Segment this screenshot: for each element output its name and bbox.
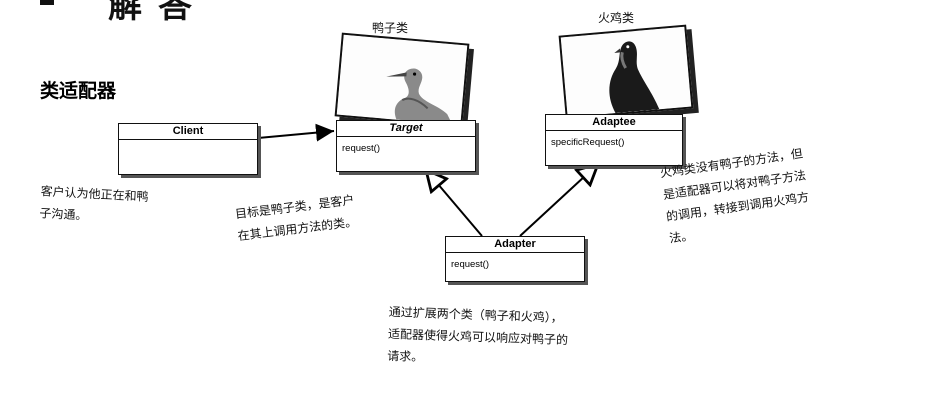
turkey-photo-label: 火鸡类	[598, 11, 635, 25]
adapter-class-name: Adapter	[446, 237, 584, 253]
target-class-operations: request()	[342, 143, 381, 154]
client-class-name: Client	[119, 124, 257, 140]
duck-illustration	[336, 34, 468, 126]
adapter-to-adaptee-arrow	[519, 164, 598, 237]
target-class-name: Target	[337, 121, 475, 137]
adaptee-class-operations: specificRequest()	[551, 137, 625, 148]
client-class-operations	[119, 140, 257, 146]
adaptee-class-name: Adaptee	[546, 115, 682, 131]
duck-photo-label: 鸭子类	[372, 21, 409, 35]
adaptee-class-box: Adaptee specificRequest()	[545, 114, 683, 166]
adapter-class-box: Adapter request()	[445, 236, 585, 282]
client-class-box: Client	[118, 123, 258, 175]
client-annotation: 客户认为他正在和鸭 子沟通。	[39, 180, 149, 230]
turkey-illustration	[560, 26, 692, 118]
adapter-annotation: 通过扩展两个类（鸭子和火鸡）， 适配器使得火鸡可以响应对鸭子的 请求。	[387, 301, 569, 373]
duck-photo	[334, 32, 470, 128]
corner-mark	[40, 0, 54, 5]
target-class-box: Target request()	[336, 120, 476, 172]
section-title: 类适配器	[40, 80, 117, 102]
adapter-class-operations: request()	[451, 259, 490, 270]
page-heading-fragment: 解 答	[108, 0, 194, 26]
turkey-photo	[558, 24, 694, 120]
adapter-to-target-arrow	[426, 170, 483, 237]
